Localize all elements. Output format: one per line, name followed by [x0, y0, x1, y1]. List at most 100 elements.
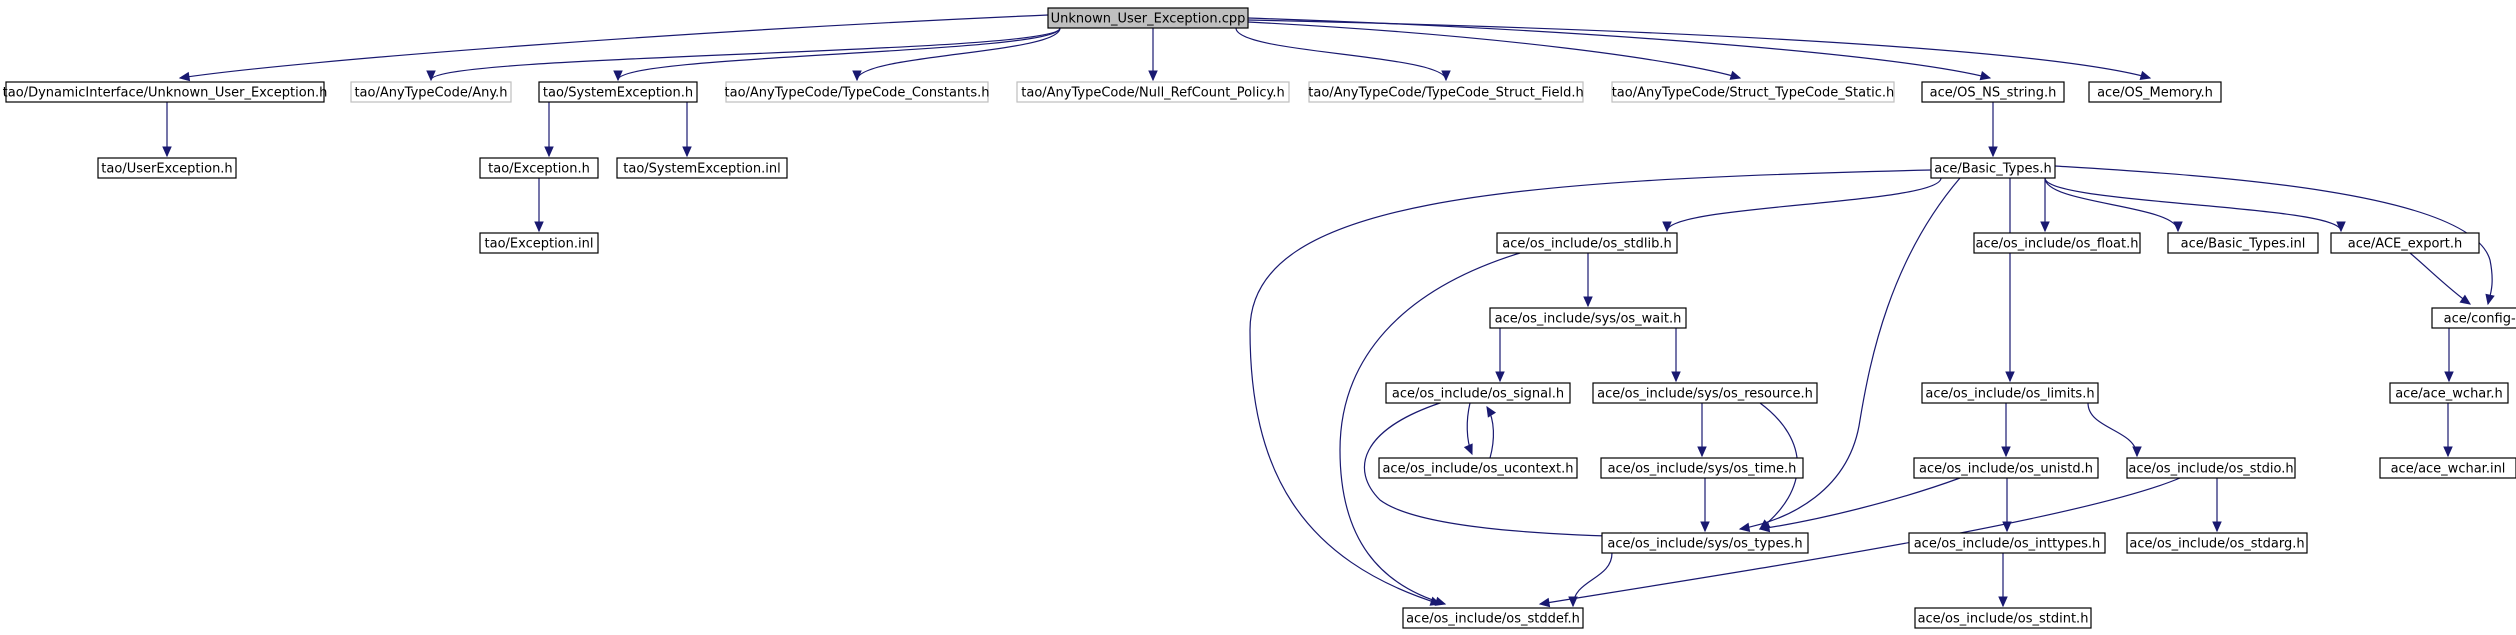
arrowhead [2444, 371, 2454, 383]
edge-sysexc-to-exch [544, 102, 554, 158]
edge-line [617, 27, 1061, 81]
node-limits[interactable]: ace/os_include/os_limits.h [1921, 382, 2099, 404]
arrowhead [178, 71, 191, 82]
edge-exch-to-excinl [534, 177, 544, 233]
node-cfg[interactable]: ace/config-lite.h [2431, 307, 2516, 329]
node-label: ace/os_include/os_stdio.h [2128, 462, 2293, 477]
node-osm[interactable]: ace/OS_Memory.h [2088, 81, 2222, 103]
node-stdio[interactable]: ace/os_include/os_stdio.h [2126, 457, 2296, 479]
edge-bt-to-limits [2005, 177, 2015, 383]
edge-ucontext-to-signal [1486, 405, 1497, 459]
edge-line [2087, 402, 2138, 457]
node-root[interactable]: Unknown_User_Exception.cpp [1047, 7, 1249, 29]
arrowhead [2132, 446, 2142, 458]
node-label: tao/Exception.inl [485, 237, 594, 252]
node-userexc[interactable]: tao/UserException.h [97, 157, 237, 179]
node-label: ace/OS_NS_string.h [1930, 86, 2057, 101]
edge-unistd-to-types [1758, 477, 1961, 533]
node-box [5, 81, 325, 103]
arrowhead [1434, 596, 1447, 606]
node-resource[interactable]: ace/os_include/sys/os_resource.h [1592, 382, 1818, 404]
node-aceexp[interactable]: ace/ACE_export.h [2330, 232, 2480, 254]
edge-stdlib-to-wait [1583, 253, 1593, 308]
node-box [1908, 532, 2106, 554]
node-box [2431, 307, 2516, 329]
node-box [2379, 457, 2516, 479]
edge-line [1247, 17, 1991, 79]
edge-signal-to-ucontext [1463, 402, 1473, 456]
edge-line [1363, 402, 1641, 538]
node-nss[interactable]: ace/OS_NS_string.h [1921, 81, 2065, 103]
node-label: tao/AnyTypeCode/TypeCode_Struct_Field.h [1308, 86, 1583, 101]
node-sysinl[interactable]: tao/SystemException.inl [616, 157, 788, 179]
node-time[interactable]: ace/os_include/sys/os_time.h [1600, 457, 1804, 479]
node-box [1308, 81, 1584, 103]
edge-limits-to-unistd [2001, 403, 2011, 458]
edge-line [1339, 252, 1521, 605]
node-wait[interactable]: ace/os_include/sys/os_wait.h [1489, 307, 1687, 329]
edge-root-to-nss [1247, 17, 1992, 81]
edge-root-to-tcc [852, 27, 1061, 82]
node-label: ace/os_include/os_stddef.h [1406, 612, 1580, 627]
node-due[interactable]: tao/DynamicInterface/Unknown_User_Except… [3, 81, 328, 103]
node-label: ace/os_include/os_stdarg.h [2129, 537, 2304, 552]
edge-root-to-osm [1247, 19, 2152, 81]
node-unistd[interactable]: ace/os_include/os_unistd.h [1913, 457, 2099, 479]
node-box [616, 157, 788, 179]
edge-line [1247, 21, 1741, 79]
node-label: ace/os_include/os_limits.h [1925, 387, 2094, 402]
node-wcharinl[interactable]: ace/ace_wchar.inl [2379, 457, 2516, 479]
node-wchar[interactable]: ace/ace_wchar.h [2389, 382, 2509, 404]
edge-root-to-due [178, 14, 1049, 82]
node-signal[interactable]: ace/os_include/os_signal.h [1385, 382, 1571, 404]
edge-nss-to-bt [1988, 102, 1998, 158]
node-box [1601, 532, 1809, 554]
node-ucontext[interactable]: ace/os_include/os_ucontext.h [1378, 457, 1578, 479]
node-label: ace/os_include/sys/os_time.h [1608, 462, 1797, 477]
node-label: tao/SystemException.h [543, 86, 693, 101]
node-sysexc[interactable]: tao/SystemException.h [538, 81, 698, 103]
node-box [538, 81, 698, 103]
node-box [479, 157, 599, 179]
node-types[interactable]: ace/os_include/sys/os_types.h [1601, 532, 1809, 554]
edge-bt-to-btinl [2044, 177, 2183, 233]
node-box [2126, 532, 2308, 554]
node-tsf[interactable]: tao/AnyTypeCode/TypeCode_Struct_Field.h [1308, 81, 1584, 103]
edge-line [2044, 177, 2342, 232]
node-bt[interactable]: ace/Basic_Types.h [1930, 157, 2056, 179]
arrowhead [544, 146, 554, 158]
arrowhead [2040, 221, 2050, 233]
node-exch[interactable]: tao/Exception.h [479, 157, 599, 179]
arrowhead [852, 70, 862, 82]
edge-wait-to-resource [1671, 328, 1681, 383]
arrowhead [2443, 446, 2453, 458]
node-inttypes[interactable]: ace/os_include/os_inttypes.h [1908, 532, 2106, 554]
arrowhead [1662, 221, 1672, 233]
node-float[interactable]: ace/os_include/os_float.h [1973, 232, 2141, 254]
node-box [1592, 382, 1818, 404]
arrowhead [1568, 596, 1578, 608]
edge-root-to-stcs [1247, 21, 1742, 80]
arrowhead [2005, 371, 2015, 383]
node-nrp[interactable]: tao/AnyTypeCode/Null_RefCount_Policy.h [1016, 81, 1290, 103]
node-label: ace/os_include/os_signal.h [1392, 387, 1564, 402]
node-box [2126, 457, 2296, 479]
node-stdint[interactable]: ace/os_include/os_stdint.h [1914, 607, 2092, 629]
node-label: ace/OS_Memory.h [2097, 86, 2213, 101]
node-any[interactable]: tao/AnyTypeCode/Any.h [350, 81, 512, 103]
node-stdlib[interactable]: ace/os_include/os_stdlib.h [1496, 232, 1678, 254]
node-tcc[interactable]: tao/AnyTypeCode/TypeCode_Constants.h [725, 81, 990, 103]
node-btinl[interactable]: ace/Basic_Types.inl [2167, 232, 2319, 254]
node-stddef[interactable]: ace/os_include/os_stddef.h [1402, 607, 1584, 629]
node-excinl[interactable]: tao/Exception.inl [479, 232, 599, 254]
arrowhead [2212, 521, 2222, 533]
node-box [2389, 382, 2509, 404]
node-label: ace/ace_wchar.inl [2391, 462, 2506, 477]
node-stcs[interactable]: tao/AnyTypeCode/Struct_TypeCode_Static.h [1611, 81, 1895, 103]
edge-line [430, 27, 1061, 81]
node-box [1973, 232, 2141, 254]
node-stdarg[interactable]: ace/os_include/os_stdarg.h [2126, 532, 2308, 554]
node-box [1047, 7, 1249, 29]
node-label: ace/ace_wchar.h [2395, 387, 2503, 402]
node-box [725, 81, 989, 103]
